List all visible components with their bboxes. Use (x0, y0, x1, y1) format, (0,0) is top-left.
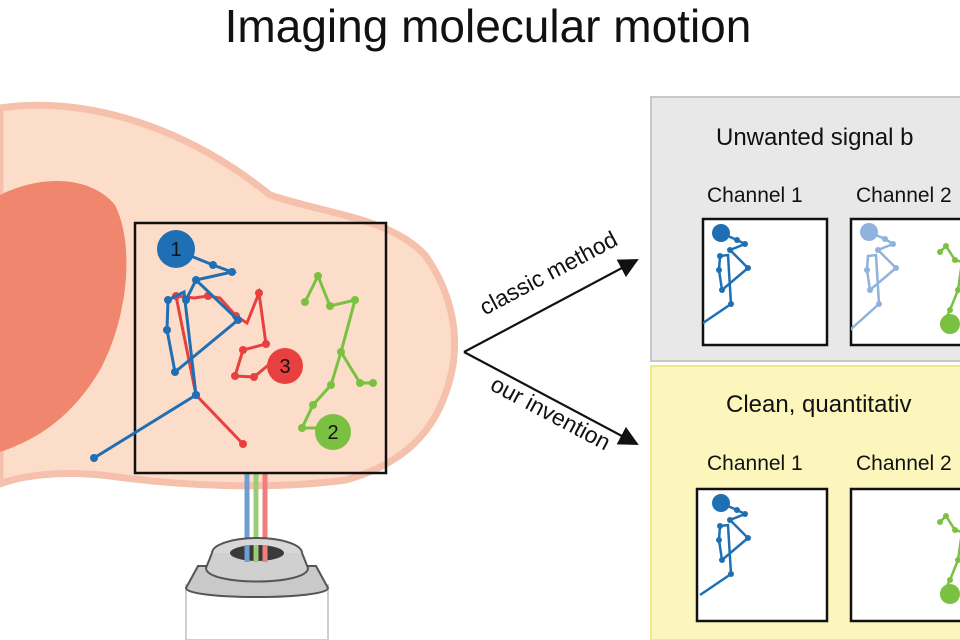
panel-invention-channel-1-label: Channel 1 (707, 452, 803, 475)
page-title: Imaging molecular motion (225, 0, 752, 52)
panel-invention-channel-1 (695, 487, 829, 623)
molecule-label-1: 1 (170, 239, 181, 261)
panel-invention-channel-2-label: Channel 2 (856, 452, 952, 475)
arrow-label-our-invention: our invention (487, 371, 615, 456)
molecule-label-3: 3 (279, 356, 290, 378)
microscope-objective-icon (184, 537, 330, 640)
arrow-classic-method (463, 259, 639, 353)
panel-invention-channel-2 (849, 487, 960, 623)
panel-classic-heading: Unwanted signal b (716, 124, 913, 151)
molecule-marker-2: 2 (315, 414, 351, 450)
molecule-label-2: 2 (327, 422, 338, 444)
panel-classic-channel-2 (849, 217, 960, 347)
panel-classic-channel-1 (701, 217, 829, 347)
cell-membrane (0, 101, 459, 490)
panel-classic-channel-1-label: Channel 1 (707, 184, 803, 207)
arrow-our-invention (463, 351, 639, 445)
imaging-field: 1 2 3 (90, 221, 388, 475)
panel-invention-result: Clean, quantitativ Channel 1 Channel 2 (650, 365, 960, 640)
trajectory-green-points (298, 272, 377, 432)
panel-invention-heading: Clean, quantitativ (726, 391, 911, 418)
cell-nucleus (0, 181, 127, 453)
arrows: classic method our invention (463, 226, 639, 456)
molecule-marker-1: 1 (157, 230, 195, 268)
cell (0, 101, 459, 490)
molecule-marker-3: 3 (267, 348, 303, 384)
panel-classic-result: Unwanted signal b Channel 1 Channel 2 (650, 96, 960, 362)
trajectory-blue-points (90, 261, 242, 462)
panel-classic-channel-2-label: Channel 2 (856, 184, 952, 207)
